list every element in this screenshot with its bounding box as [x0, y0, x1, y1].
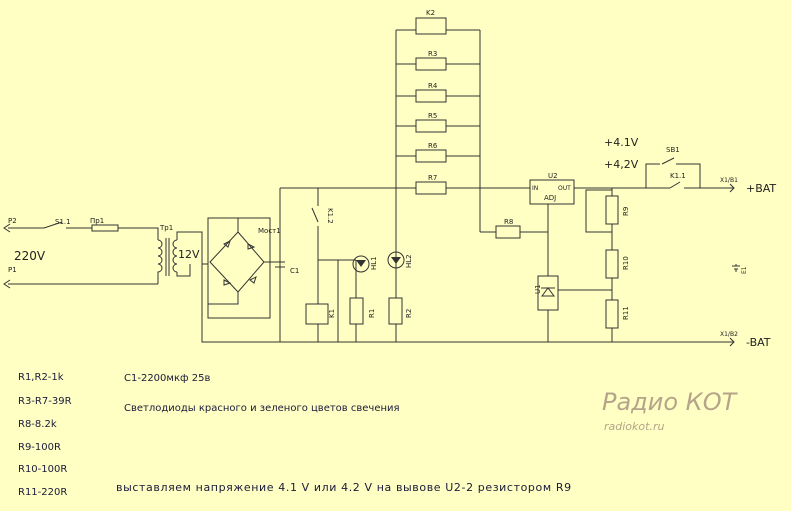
transformer: Тр1 12V: [118, 224, 208, 284]
shunt-u1: U1: [534, 275, 612, 311]
battery-terminals: [720, 183, 735, 347]
note-c1: C1-2200мкф 25в: [124, 373, 211, 384]
legend-r8: R8-8.2k: [18, 419, 57, 430]
resistor-ladder: K2 R3 R4 R5 R6 R7: [395, 9, 481, 232]
legend-r9: R9-100R: [18, 442, 61, 453]
relay-k1-label: K1: [328, 309, 336, 318]
e1-label: E1: [741, 266, 748, 274]
r9-trim-wire: [585, 189, 612, 233]
resistor-r11: [605, 299, 619, 329]
minus-bat-label: -BAT: [746, 336, 771, 349]
led-hl1: HL1: [338, 255, 378, 298]
r9-label: R9: [622, 207, 630, 216]
cap-c1-label: C1: [290, 267, 299, 275]
r10-label: R10: [622, 256, 630, 270]
led-hl1-label: HL1: [370, 256, 378, 270]
relay-k2: [415, 17, 447, 35]
legend-r3r7: R3-R7-39R: [18, 396, 72, 407]
v42-label: +4,2V: [604, 158, 639, 171]
v41-label: +4.1V: [604, 136, 639, 149]
output-switches: SB1 K1.1 +4.1V +4,2V: [604, 136, 720, 189]
diode-bridge: Мост1: [207, 217, 281, 319]
contact-k12-label: K1.2: [326, 208, 334, 224]
note-adjust: выставляем напряжение 4.1 V или 4.2 V на…: [116, 481, 572, 494]
transformer-label: Тр1: [159, 224, 173, 232]
x12-label: X1/B2: [720, 331, 738, 338]
relay-k1: K1.2 K1: [305, 188, 339, 342]
resistor-r10: [605, 249, 619, 279]
ac-voltage-label: 12V: [178, 248, 200, 261]
u2-in-label: IN: [532, 185, 538, 192]
resistor-r2: [388, 297, 403, 325]
fuse-label: Пр1: [90, 217, 104, 225]
mains-voltage-label: 220V: [14, 249, 46, 263]
note-leds: Светлодиоды красного и зеленого цветов с…: [124, 403, 400, 414]
plus-bat-label: +BAT: [746, 182, 776, 195]
watermark-title: Радио КОТ: [602, 388, 737, 416]
resistor-r1: [349, 297, 364, 325]
switch-s11-label: S1.1: [55, 218, 71, 226]
r2-label: R2: [405, 309, 413, 318]
sb1-label: SB1: [666, 146, 680, 154]
led-hl2-label: HL2: [405, 254, 413, 268]
legend-r10: R10-100R: [18, 464, 68, 475]
ground-rail: [201, 188, 720, 343]
contact-k11-label: K1.1: [670, 172, 686, 180]
u2-out-label: OUT: [558, 185, 571, 192]
resistor-r8: [495, 225, 521, 239]
r5-label: R5: [428, 112, 437, 120]
r4-label: R4: [428, 82, 438, 90]
legend-r1r2: R1,R2-1k: [18, 372, 64, 383]
led-hl2: HL2: [387, 188, 413, 298]
battery-e1-symbol: E1: [732, 264, 748, 274]
watermark-url: radiokot.ru: [604, 420, 665, 433]
resistor-r9: [605, 195, 619, 225]
mains-input: P2 P1 220V S1.1 Пр1: [3, 217, 158, 289]
r1-label: R1: [368, 309, 376, 318]
r11-label: R11: [622, 306, 630, 320]
bridge-label: Мост1: [258, 227, 281, 235]
fuse-symbol: [91, 224, 119, 232]
relay-k2-label: K2: [426, 9, 435, 17]
r8-label: R8: [504, 218, 513, 226]
r7-label: R7: [428, 174, 437, 182]
x11-label: X1/B1: [720, 177, 738, 184]
pin-p2-label: P2: [8, 217, 17, 225]
u1-label: U1: [534, 284, 542, 294]
r6-label: R6: [428, 142, 438, 150]
pin-p1-label: P1: [8, 266, 17, 274]
u2-label: U2: [548, 172, 558, 180]
r3-label: R3: [428, 50, 437, 58]
relay-k1-coil: [305, 303, 329, 325]
u2-adj-label: ADJ: [544, 194, 556, 202]
regulator-u2: U2 IN OUT ADJ: [529, 172, 575, 232]
legend-r11: R11-220R: [18, 487, 68, 498]
